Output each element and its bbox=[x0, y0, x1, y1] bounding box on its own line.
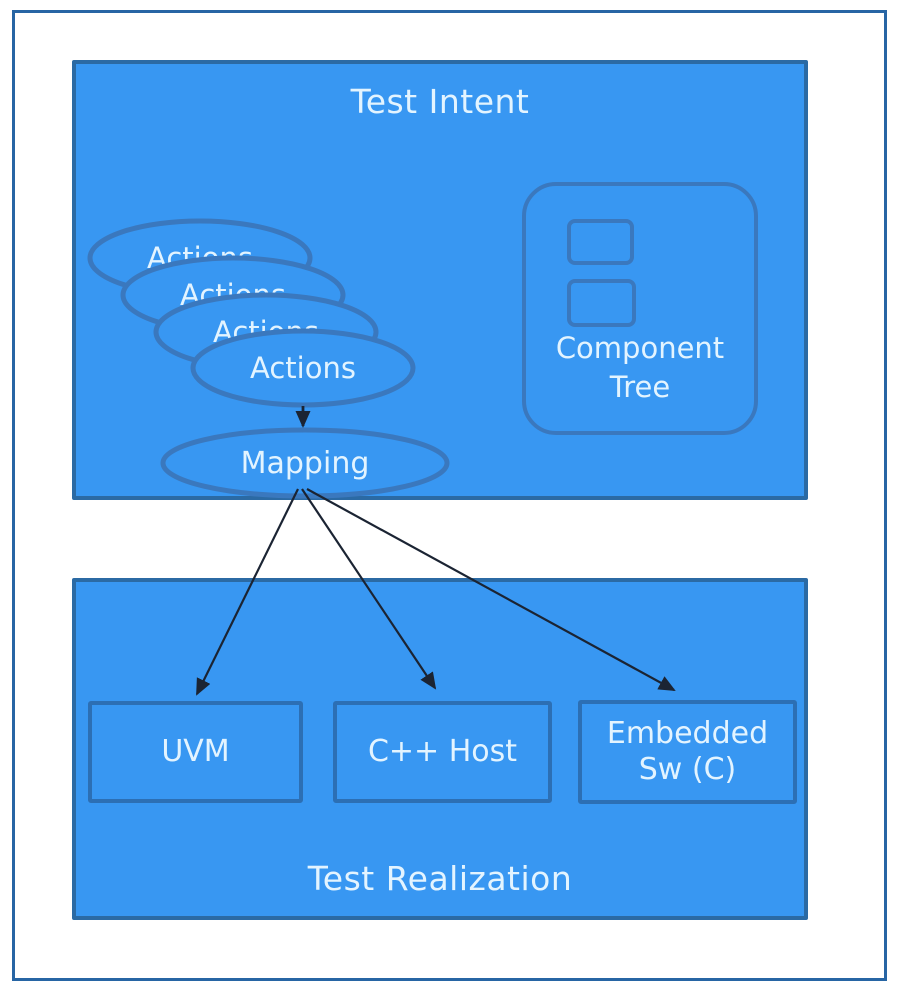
uvm-box: UVM bbox=[88, 701, 303, 803]
uvm-label: UVM bbox=[161, 734, 230, 769]
component-tree-label: Component Tree bbox=[526, 329, 754, 407]
component-tree-label-line2: Tree bbox=[609, 370, 671, 404]
cpp-host-label: C++ Host bbox=[367, 734, 518, 769]
embedded-sw-label-line2: Sw (C) bbox=[638, 752, 737, 787]
embedded-sw-box: Embedded Sw (C) bbox=[578, 700, 797, 804]
component-tree-label-line1: Component bbox=[555, 331, 725, 365]
cpp-host-box: C++ Host bbox=[333, 701, 552, 803]
component-node-icon bbox=[567, 219, 634, 265]
component-node-icon bbox=[567, 279, 636, 327]
component-tree-box: Component Tree bbox=[522, 182, 758, 435]
test-realization-title: Test Realization bbox=[307, 859, 573, 898]
embedded-sw-label-line1: Embedded bbox=[606, 716, 769, 751]
test-intent-title: Test Intent bbox=[350, 82, 530, 121]
outer-frame bbox=[12, 10, 887, 981]
